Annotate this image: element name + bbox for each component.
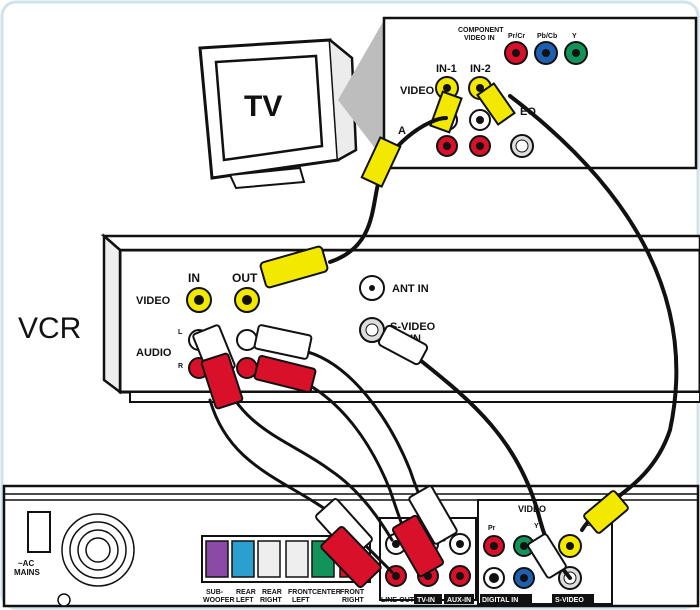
video-pb-jack [513,567,535,589]
vcr-side [102,233,122,395]
vcr-out-white-plug [253,324,313,360]
speaker-rear-left-terminal [231,540,255,578]
speaker-sub-terminal [205,540,229,578]
fan-grill [61,513,135,587]
tv-in1-cable-plug [360,136,402,188]
vcr-out-red-plug [253,354,317,394]
tv-in-white-plug [408,485,458,545]
aux-in-r-jack [449,565,471,587]
pr-label: Pr/Cr [508,33,525,40]
vcr-out-label: OUT [232,271,258,285]
tv-illustration: TV [198,38,358,190]
vcr-svideo-plug [377,324,429,366]
in1-label: IN-1 [436,63,457,75]
speaker-label-bottom-1: LEFT [236,597,254,604]
component-jack-pr [504,41,528,65]
plugs [192,136,629,589]
vcr-ant-in-jack [359,275,385,301]
tv-audio-fragment: A [398,125,406,137]
cable-audio-l-line-out [218,368,394,542]
speaker-label-bottom-5: RIGHT [342,597,365,604]
in2-label: IN-2 [470,63,491,75]
speaker-label-top-3: FRONT [288,589,313,596]
component-jack-pb [534,41,558,65]
tv-video-label: VIDEO [400,85,435,97]
video-pr-jack [483,535,505,557]
speaker-label-bottom-3: LEFT [292,597,310,604]
tv-stand [228,166,306,190]
vcr-base [129,391,700,403]
video-y-label: Y [534,523,539,530]
vcr-in-label: IN [188,271,200,285]
component-title-1: COMPONENT [458,27,504,34]
cable-audio-r-line-out [208,398,394,574]
speaker-front-left-terminal [285,540,309,578]
speaker-label-top-4: CENTER [312,589,341,596]
speaker-label-bottom-2: RIGHT [260,597,283,604]
speaker-label-top-2: REAR [262,589,282,596]
vcr-in-red-plug [200,352,244,410]
mains-switch [27,511,51,553]
vcr-video-label: VIDEO [136,295,171,307]
vcr-video-in-jack [186,287,212,313]
video-pr-label: Pr [488,525,496,532]
mains-label-2: MAINS [14,568,40,577]
tv-screen [214,54,324,162]
tv-audio-right-jack [436,135,458,157]
vcr-video-out-jack [234,287,260,313]
mains-label-1: ~AC [18,559,34,568]
digital-in-label: DIGITAL IN [482,597,518,604]
vcr-label: VCR [18,312,81,345]
vcr-ant-in-label: ANT IN [392,283,429,295]
speaker-label-top-0: SUB- [206,589,224,596]
cvbs-yellow-plug [583,490,629,534]
tv-svideo-jack [510,134,534,158]
vcr-out-yellow-plug [259,245,329,289]
aux-in-label: AUX-IN [447,597,471,604]
pb-label: Pb/Cb [537,33,557,40]
cvbs-jack [558,534,582,558]
speaker-label-top-5: FRONT [340,589,365,596]
tv-in-label: TV-IN [417,597,435,604]
y-label: Y [572,33,577,40]
digital-in-jack [483,567,505,589]
speaker-label-top-1: REAR [236,589,256,596]
line-out-red-plug [320,525,382,589]
video-section-label: VIDEO [518,504,546,514]
vcr-audio-label: AUDIO [136,347,172,359]
receiver-svideo-plug [527,533,567,579]
tv-in-red-plug [391,514,445,578]
tv-audio-left2-jack [469,109,491,131]
line-out-label: LINE-OUT [381,597,415,604]
tv-in2-plug [476,82,516,126]
speaker-label-bottom-0: WOOFER [203,597,235,604]
vcr-top [100,234,700,252]
receiver-svideo-label: S-VIDEO [555,597,584,604]
component-title-2: VIDEO IN [464,35,495,42]
tv-back-panel: COMPONENT VIDEO IN Pr/Cr Pb/Cb Y IN-1 IN… [382,16,698,170]
vcr-r-label: R [178,363,183,370]
aux-in-l-jack [449,533,471,555]
vcr-illustration: VCR IN OUT VIDEO AUDIO L R AN [18,233,700,403]
tv-in1-plug [429,90,463,134]
tv-label: TV [244,90,282,123]
speaker-rear-right-terminal [257,540,281,578]
component-jack-y [564,41,588,65]
tv-audio-right2-jack [469,135,491,157]
vcr-svideo-label-1: S-VIDEO [390,321,436,333]
zoom-callout [338,20,384,160]
vcr-l-label: L [178,329,183,336]
